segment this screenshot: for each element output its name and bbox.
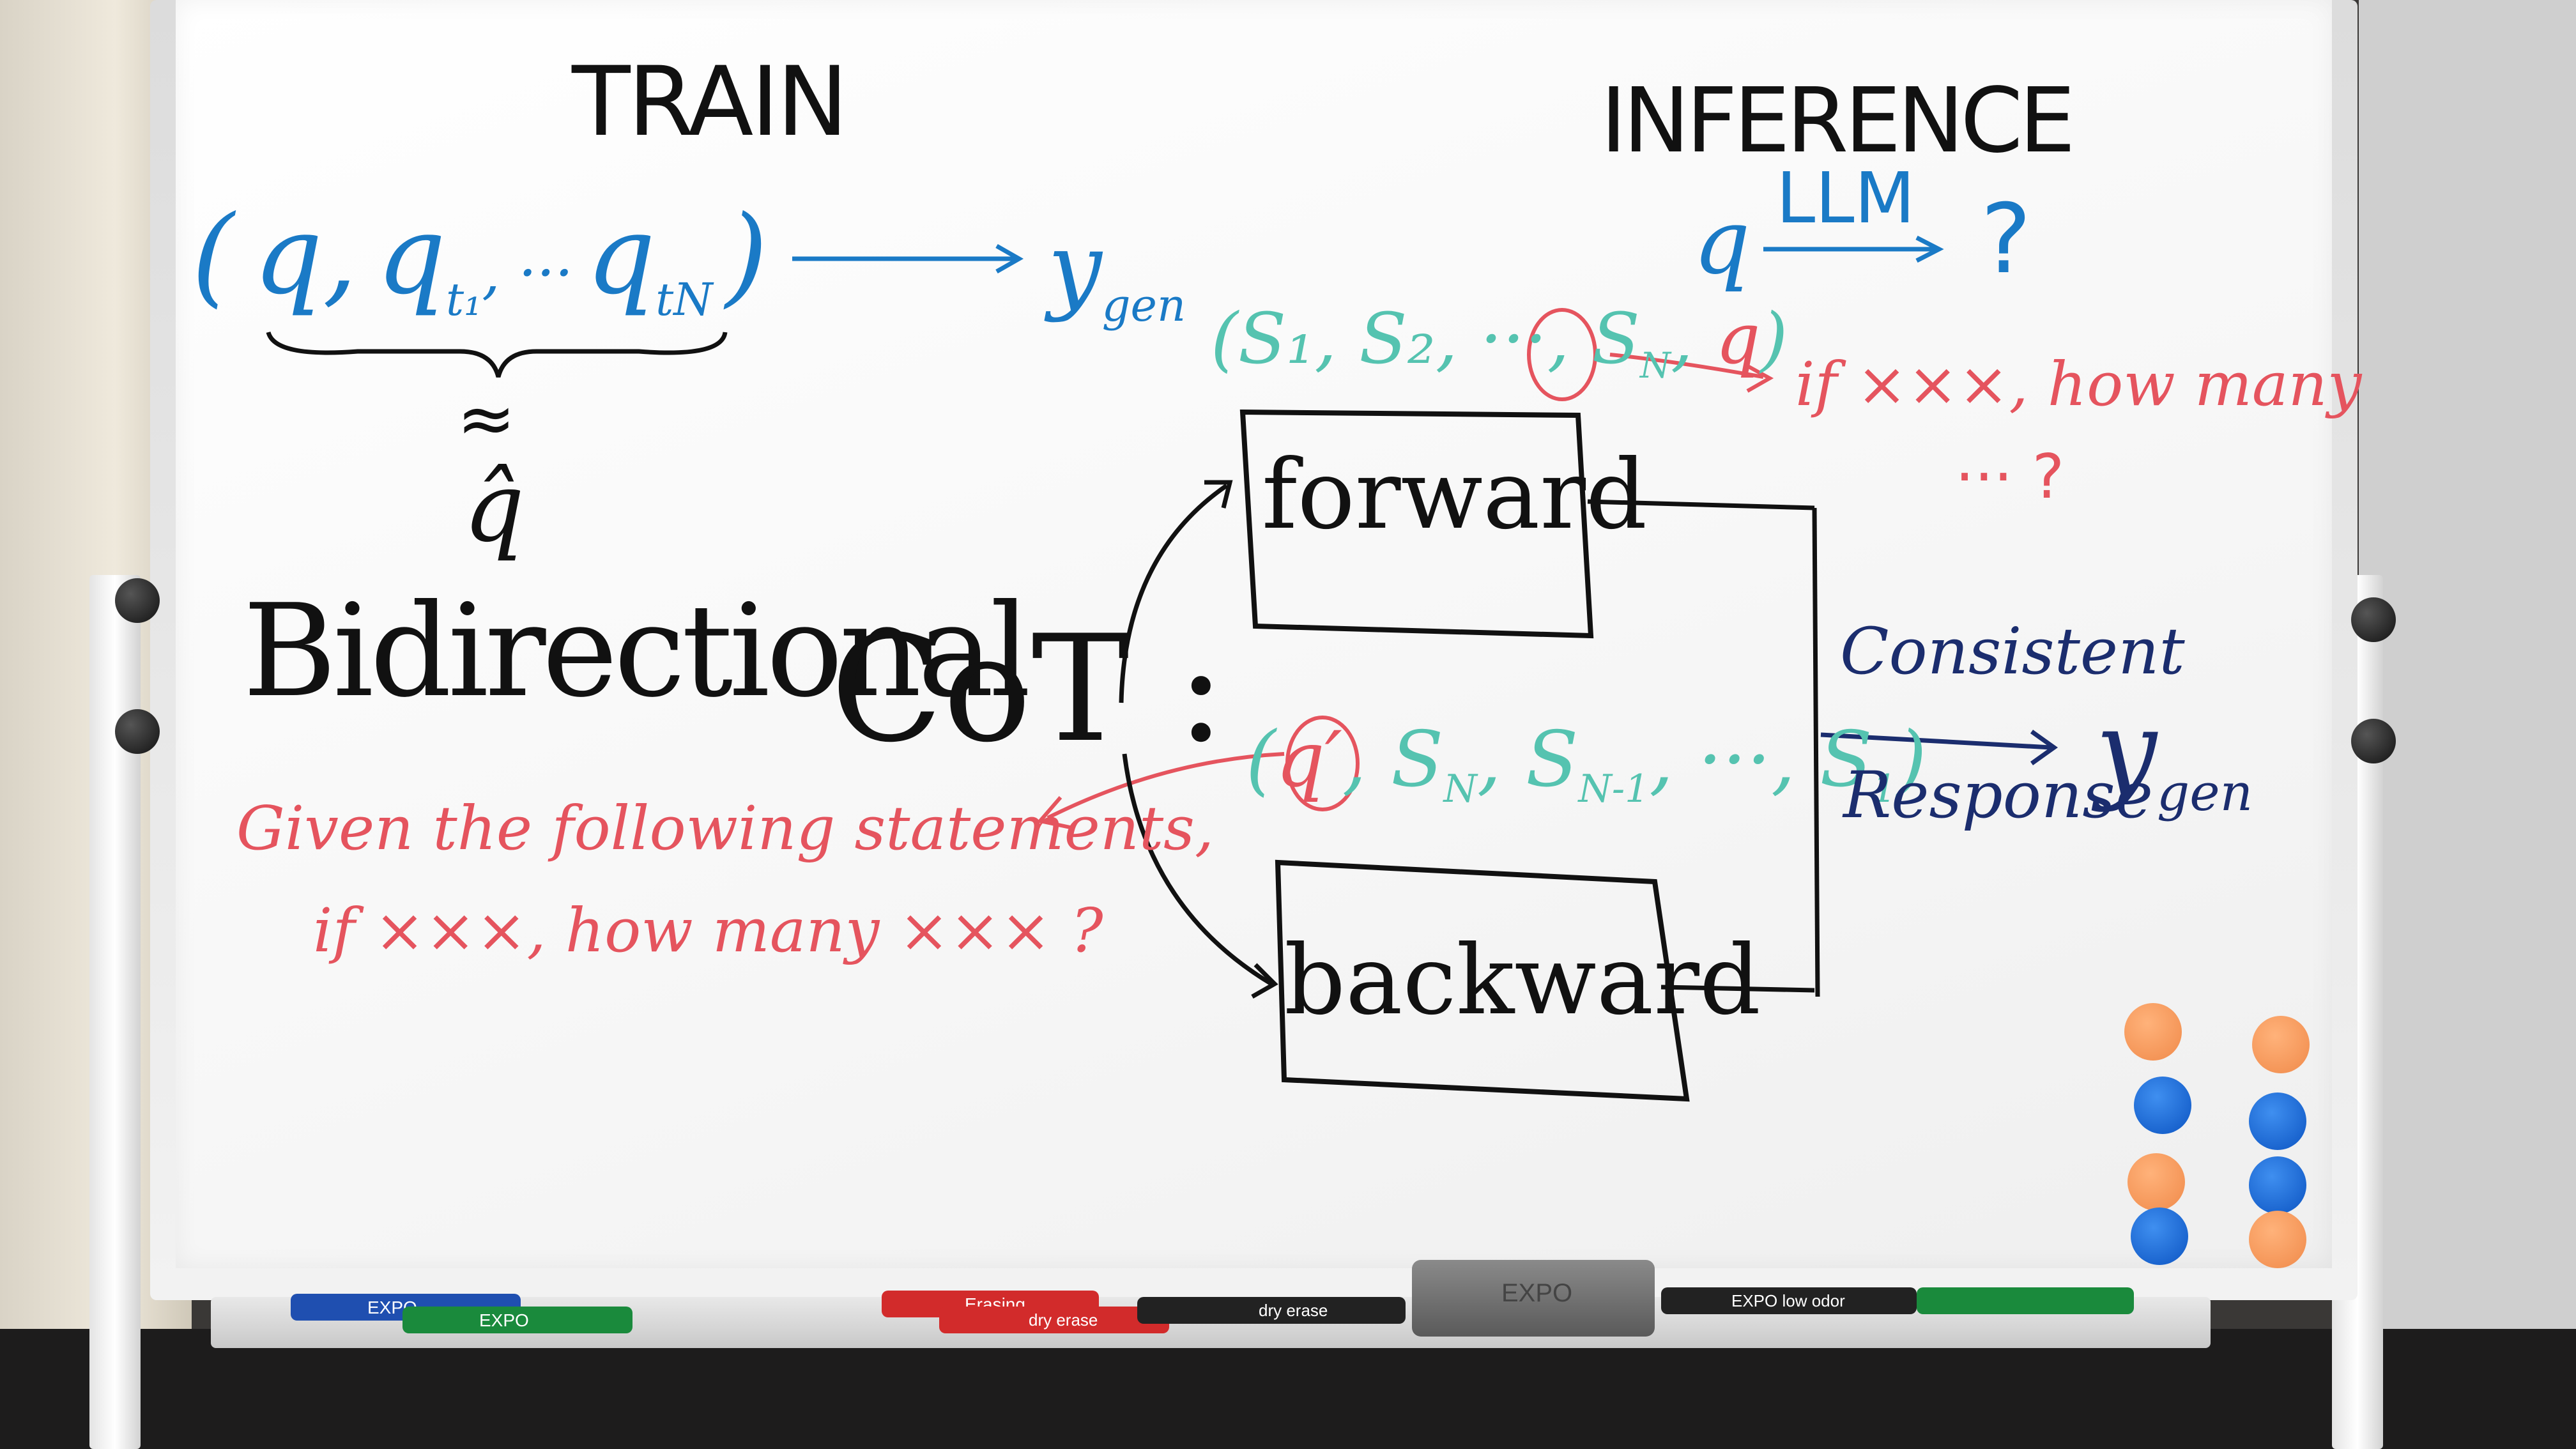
forward-box	[1239, 409, 1594, 639]
consistent-label: Consistent	[1840, 614, 2185, 689]
backward-question-arrow	[1046, 752, 1285, 820]
tuple-open-paren: (	[192, 192, 234, 319]
approx-symbol: ≈	[457, 378, 516, 459]
inference-llm-label: LLM	[1776, 157, 1915, 239]
final-output-sub: gen	[2157, 763, 2253, 822]
magnet-orange[interactable]	[2252, 1016, 2310, 1073]
inference-input: q	[1693, 190, 1751, 295]
merge-vertical-line	[1812, 507, 1820, 997]
forward-statements-text: (S₁, S₂, ···, S	[1211, 298, 1640, 379]
response-arrow-head	[2030, 730, 2058, 765]
backward-statements-q: q′	[1275, 716, 1342, 804]
forward-question-line1: if ×××, how many	[1795, 349, 2362, 420]
response-arrow	[1820, 732, 2051, 750]
backward-statements: (q′, SN, SN-1, ···, S1)	[1246, 716, 1927, 811]
forward-question-line2: ··· ?	[1955, 442, 2065, 512]
train-output-y: y	[1048, 213, 1102, 324]
forward-to-merge-line	[1587, 499, 1815, 510]
forward-box-label: forward	[1262, 440, 1648, 551]
tuple-dots: , ···	[482, 240, 574, 307]
whiteboard-surface	[176, 0, 2332, 1268]
train-arrow-head	[995, 243, 1024, 274]
marker-black[interactable]: dry erase	[1137, 1297, 1406, 1324]
final-output: ygen	[2096, 696, 2253, 818]
q-hat: q̂	[463, 452, 525, 564]
tuple-q: q,	[253, 192, 358, 319]
inference-heading: INFERENCE	[1600, 69, 2076, 173]
inference-arrow-head	[1915, 235, 1944, 263]
backward-statements-n: N	[1443, 767, 1477, 811]
backward-statements-n-minus-1: N-1	[1578, 767, 1650, 811]
train-output: ygen	[1048, 220, 1186, 328]
train-brace	[266, 331, 728, 378]
magnet-blue[interactable]	[2249, 1092, 2306, 1150]
floor-clutter	[0, 1329, 2576, 1449]
clamp-knob-left-bottom	[115, 709, 160, 754]
backward-box	[1275, 859, 1690, 1102]
inference-output: ?	[1981, 184, 2032, 295]
backward-statements-sep1: , S	[1342, 716, 1444, 804]
magnet-blue[interactable]	[2134, 1077, 2191, 1134]
cot-to-forward-head	[1204, 480, 1233, 509]
curtain	[2359, 0, 2576, 1449]
forward-statements-q: q	[1715, 298, 1761, 379]
title-cot: CoT :	[831, 604, 1226, 775]
marker-green[interactable]: EXPO	[402, 1307, 632, 1333]
clamp-knob-left-top	[115, 578, 160, 623]
marker-red[interactable]: dry erase	[939, 1307, 1169, 1333]
magnet-orange[interactable]	[2124, 1003, 2182, 1061]
backward-box-label: backward	[1284, 925, 1761, 1036]
title-bidirectional: Bidirectional	[243, 577, 1031, 726]
magnet-orange[interactable]	[2249, 1211, 2306, 1268]
magnet-blue[interactable]	[2249, 1156, 2306, 1214]
tuple-qtn: q	[586, 192, 656, 319]
backward-prompt-line1: Given the following statements,	[236, 793, 1215, 864]
cot-to-backward-curve	[1122, 753, 1273, 986]
magnet-blue[interactable]	[2131, 1208, 2188, 1265]
cot-to-forward-curve	[1119, 484, 1228, 703]
response-label: Response	[1843, 758, 2153, 832]
backward-statements-1: 1	[1872, 767, 1897, 811]
backward-statements-close: )	[1896, 716, 1927, 804]
forward-statements: (S₁, S₂, ···, SN, q)	[1211, 298, 1788, 386]
clamp-knob-right-bottom	[2351, 719, 2396, 763]
backward-question-arrow-head	[1036, 796, 1071, 829]
backward-prompt-line2: if ×××, how many ××× ?	[313, 896, 1103, 966]
train-tuple: (q,qt₁, ···qtN)	[192, 201, 768, 322]
forward-q-circle	[1527, 308, 1597, 401]
eraser[interactable]: EXPO	[1412, 1260, 1655, 1337]
marker-black[interactable]: EXPO low odor	[1661, 1287, 1917, 1314]
marker-green[interactable]	[1917, 1287, 2134, 1314]
train-output-sub: gen	[1101, 279, 1186, 332]
final-output-y: y	[2096, 687, 2158, 814]
magnet-orange[interactable]	[2128, 1153, 2185, 1211]
backward-q-circle	[1285, 716, 1360, 811]
tuple-qt1: q	[376, 192, 447, 319]
forward-question-arrow	[1609, 353, 1764, 379]
backward-to-merge-line	[1660, 985, 1815, 993]
forward-question-arrow-head	[1743, 362, 1774, 393]
tuple-qt1-sub: t₁	[446, 273, 482, 326]
tuple-close-paren: )	[725, 192, 768, 319]
cot-to-backward-head	[1251, 963, 1278, 999]
tuple-qtn-sub: tN	[656, 273, 713, 326]
train-heading: TRAIN	[572, 47, 848, 158]
forward-statements-n: N	[1639, 345, 1671, 386]
backward-statements-sep3: , ···, S	[1649, 716, 1873, 804]
backward-statements-sep2: , S	[1476, 716, 1579, 804]
clamp-knob-right-top	[2351, 597, 2396, 642]
